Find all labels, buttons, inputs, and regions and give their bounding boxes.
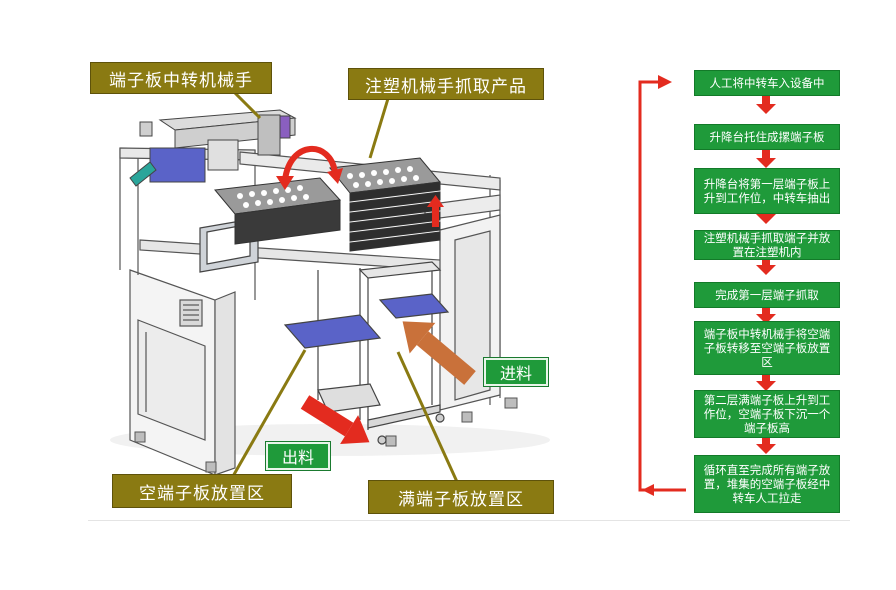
label-injection-robot: 注塑机械手抓取产品 — [348, 68, 544, 100]
feed-in-arrow — [402, 321, 476, 385]
left-cabinet — [129, 269, 236, 476]
lift-up-arrow — [427, 195, 444, 227]
flow-step-2: 升降台托住成摞端子板 — [694, 124, 840, 150]
transfer-robot-drawing — [129, 109, 297, 187]
flow-step-3: 升降台将第一层端子板上升到工作位，中转车抽出 — [694, 168, 840, 214]
flow-step-7: 第二层满端子板上升到工作位，空端子板下沉一个端子板高 — [694, 390, 840, 438]
flow-step-6: 端子板中转机械手将空端子板转移至空端子板放置区 — [694, 321, 840, 375]
label-transfer-robot: 端子板中转机械手 — [90, 62, 272, 94]
flow-step-1: 人工将中转车入设备中 — [694, 70, 840, 96]
left-tray — [214, 177, 342, 245]
label-feed-out: 出料 — [265, 441, 331, 471]
flow-step-5: 完成第一层端子抓取 — [694, 282, 840, 308]
lift-cart — [283, 261, 450, 445]
flow-step-8: 循环直至完成所有端子放置，堆集的空端子板经中转车人工拉走 — [694, 455, 840, 513]
stacked-trays — [329, 157, 441, 252]
flow-step-4: 注塑机械手抓取端子并放置在注塑机内 — [694, 230, 840, 260]
feed-out-arrow — [300, 395, 370, 444]
machine-illustration — [110, 86, 550, 485]
label-empty-zone: 空端子板放置区 — [112, 474, 292, 508]
label-full-zone: 满端子板放置区 — [368, 480, 554, 514]
divider-line — [88, 520, 850, 521]
flow-arrows — [638, 75, 776, 496]
label-feed-in: 进料 — [483, 357, 549, 387]
rotate-arrow — [282, 145, 338, 181]
